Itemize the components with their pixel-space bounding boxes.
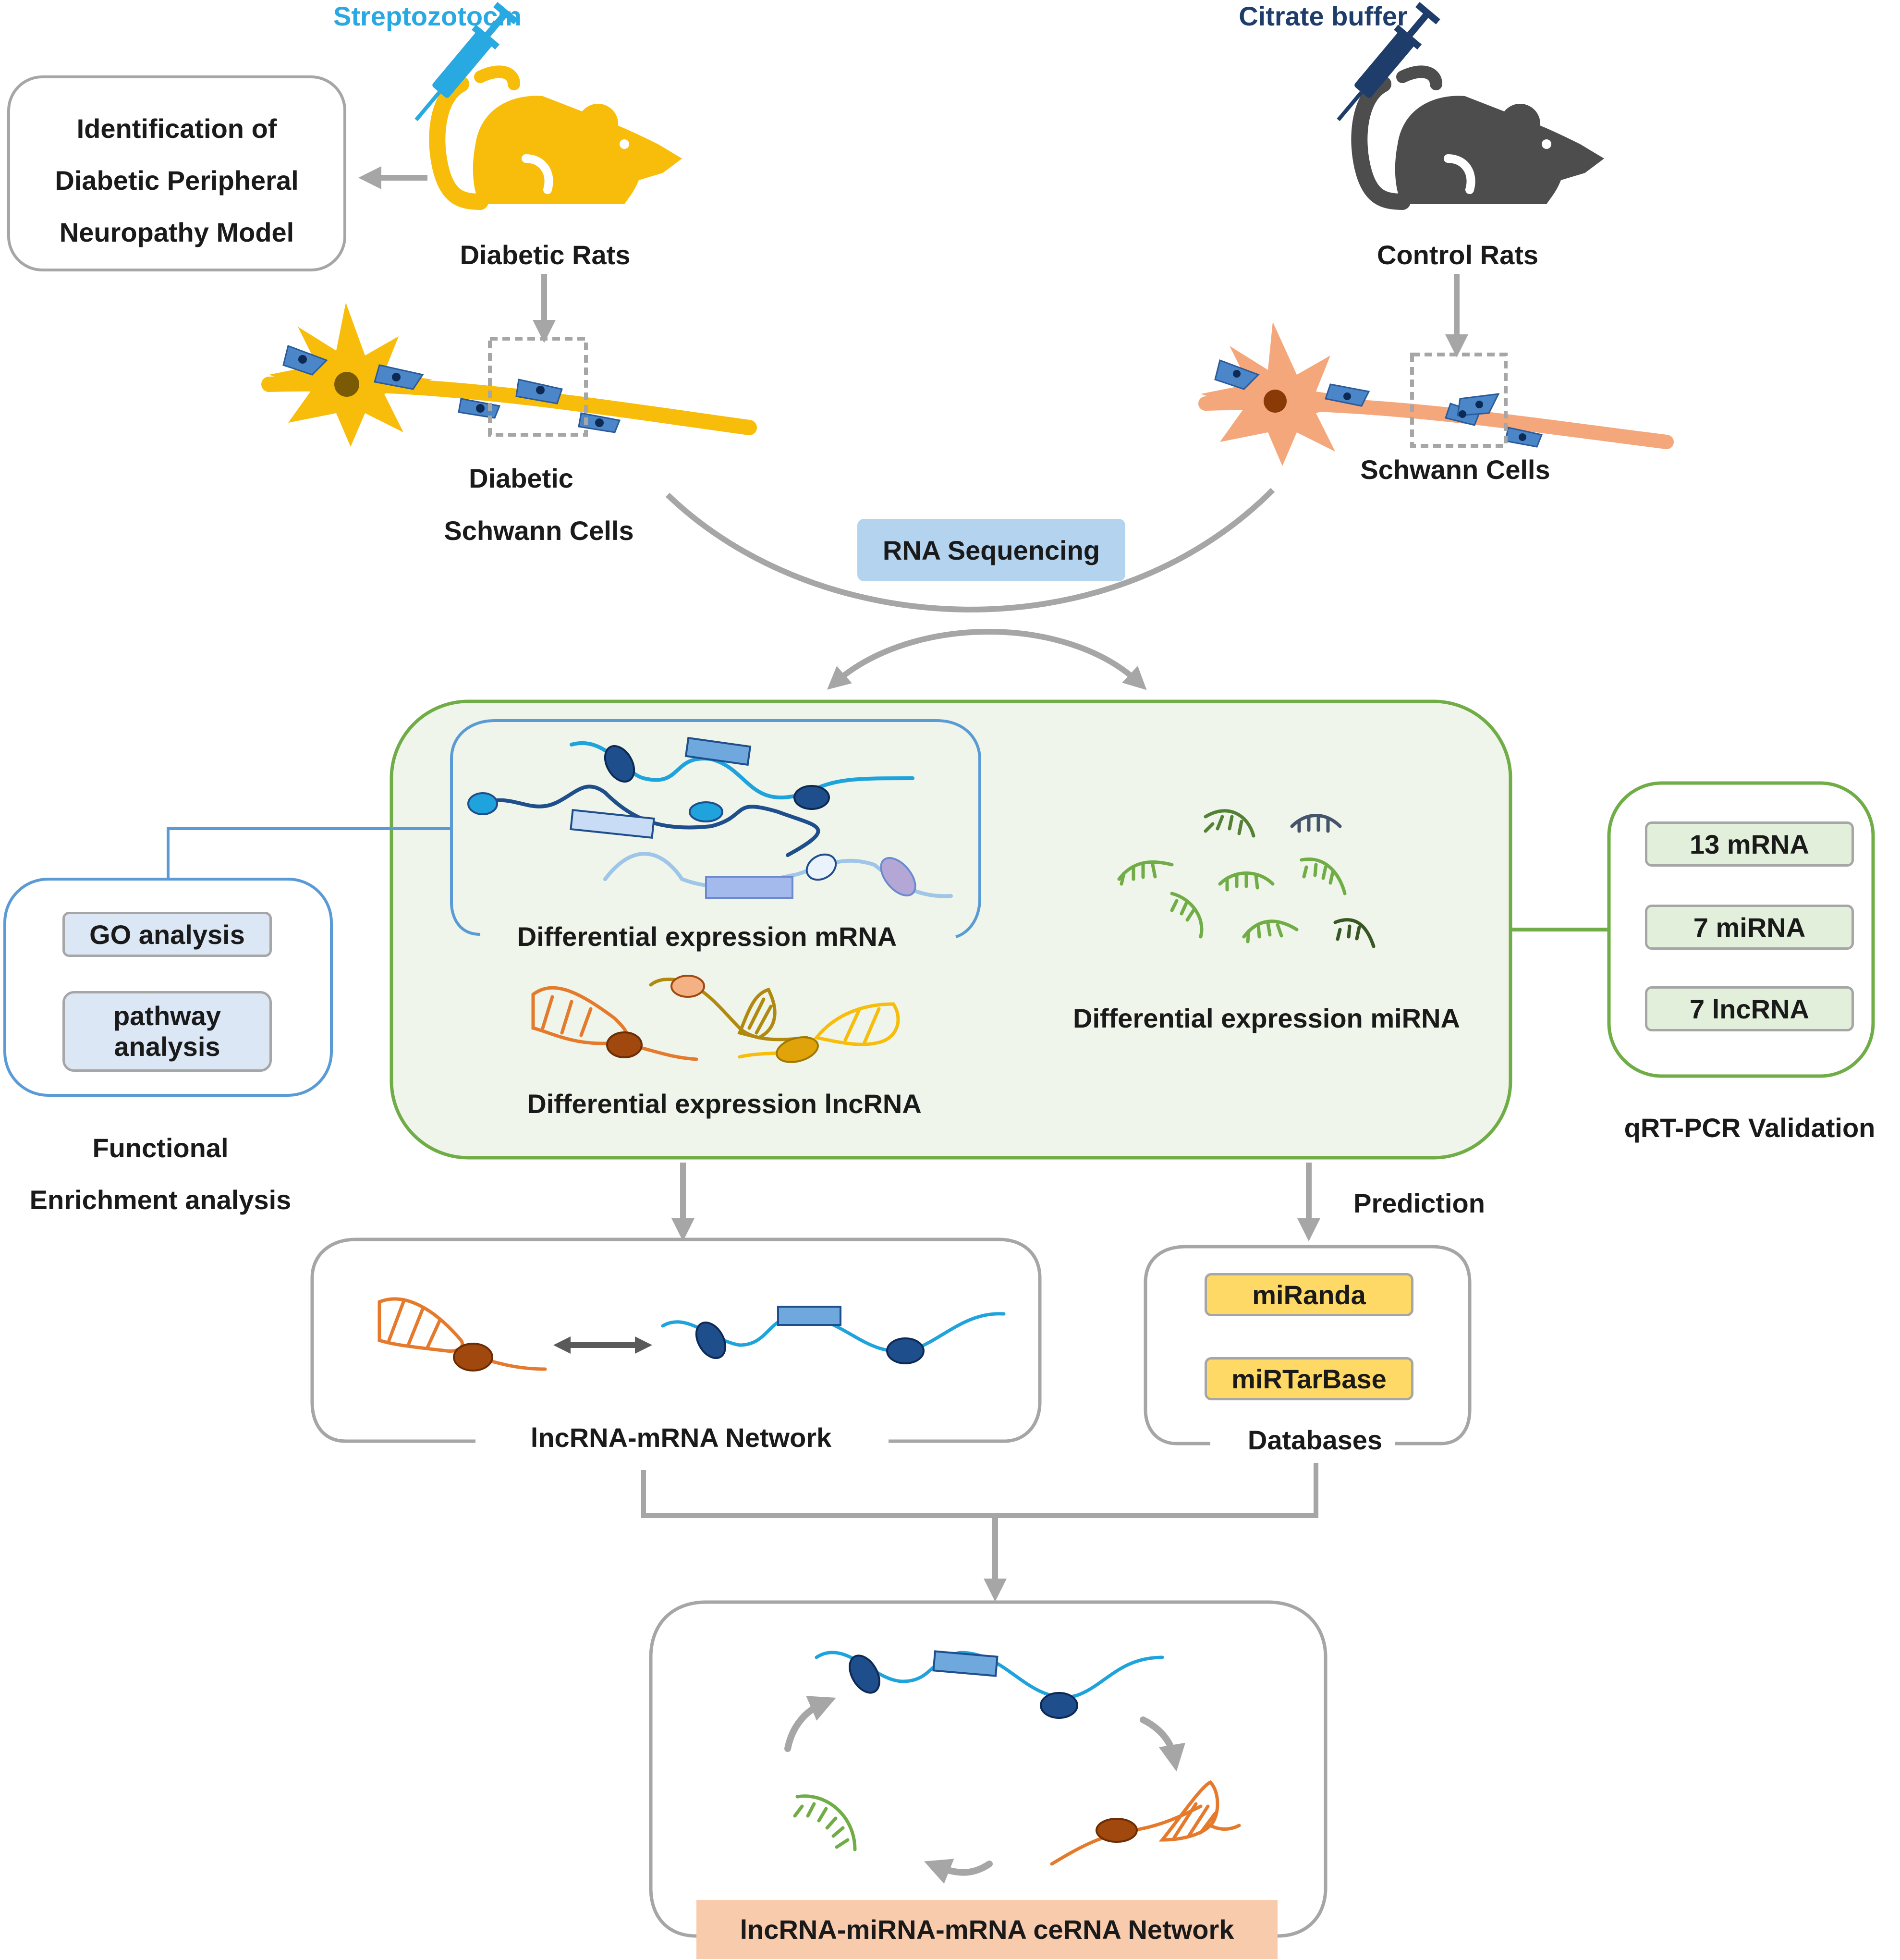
validation-item-mirna: 7 miRNA xyxy=(1645,905,1854,950)
syringe-navy-icon xyxy=(1337,2,1440,122)
validation-item-mrna: 13 mRNA xyxy=(1645,821,1854,867)
model-box-line1: Identification of xyxy=(76,113,277,144)
sequencing-curve xyxy=(665,488,1275,612)
database-mirtarbase: miRTarBase xyxy=(1205,1357,1413,1400)
diabetic-rat-icon xyxy=(429,65,682,210)
diabetic-neuron-icon xyxy=(261,303,757,447)
model-box xyxy=(7,75,346,271)
diabetic-cells-line2: Schwann Cells xyxy=(444,515,634,546)
split-arrows xyxy=(827,629,1147,690)
de-mirna-label: Differential expression miRNA xyxy=(1073,1003,1460,1033)
functional-caption-line2: Enrichment analysis xyxy=(29,1185,292,1215)
control-rat-icon xyxy=(1351,65,1604,210)
syringe-blue-icon xyxy=(414,2,518,122)
cerna-glyphs xyxy=(784,1650,1241,1884)
streptozotocin-label: Streptozotocin xyxy=(333,1,522,31)
validation-caption: qRT-PCR Validation xyxy=(1624,1113,1876,1143)
databases-box xyxy=(1144,1245,1472,1446)
mrna-glyphs xyxy=(467,736,953,899)
validation-item-lncrna: 7 lncRNA xyxy=(1645,986,1854,1031)
pathway-analysis-badge: pathway analysis xyxy=(62,991,272,1072)
lm-network-glyphs xyxy=(378,1297,1006,1372)
citrate-buffer-label: Citrate buffer xyxy=(1239,1,1408,31)
cerna-box xyxy=(649,1600,1328,1938)
mrna-subbox xyxy=(450,719,981,938)
merge-connector xyxy=(641,1463,1318,1518)
lncrna-glyphs xyxy=(531,975,900,1063)
control-rats-label: Control Rats xyxy=(1377,240,1538,270)
diabetic-rats-label: Diabetic Rats xyxy=(460,240,631,270)
pathway-line2: analysis xyxy=(114,1031,220,1062)
mirna-glyphs xyxy=(1117,809,1376,948)
model-box-line2: Diabetic Peripheral xyxy=(55,165,299,196)
control-cells-label: Schwann Cells xyxy=(1360,454,1550,485)
go-analysis-badge: GO analysis xyxy=(62,912,272,957)
de-lncrna-label: Differential expression lncRNA xyxy=(527,1089,922,1119)
rna-sequencing-badge: RNA Sequencing xyxy=(857,519,1125,581)
control-neuron-icon xyxy=(1198,322,1674,466)
cerna-network-badge: lncRNA-miRNA-mRNA ceRNA Network xyxy=(696,1900,1278,1959)
lm-network-box xyxy=(310,1237,1042,1443)
database-mirandа: miRanda xyxy=(1205,1273,1413,1316)
model-box-line3: Neuropathy Model xyxy=(59,217,294,247)
connector-functional xyxy=(167,827,451,879)
functional-caption-line1: Functional xyxy=(92,1133,229,1163)
pathway-line1: pathway xyxy=(113,1000,221,1031)
diabetic-cells-line1: Diabetic xyxy=(469,463,573,493)
lm-network-caption: lncRNA-mRNA Network xyxy=(530,1422,832,1453)
de-mrna-label: Differential expression mRNA xyxy=(517,921,897,952)
prediction-label: Prediction xyxy=(1353,1188,1485,1218)
databases-caption: Databases xyxy=(1247,1425,1383,1455)
